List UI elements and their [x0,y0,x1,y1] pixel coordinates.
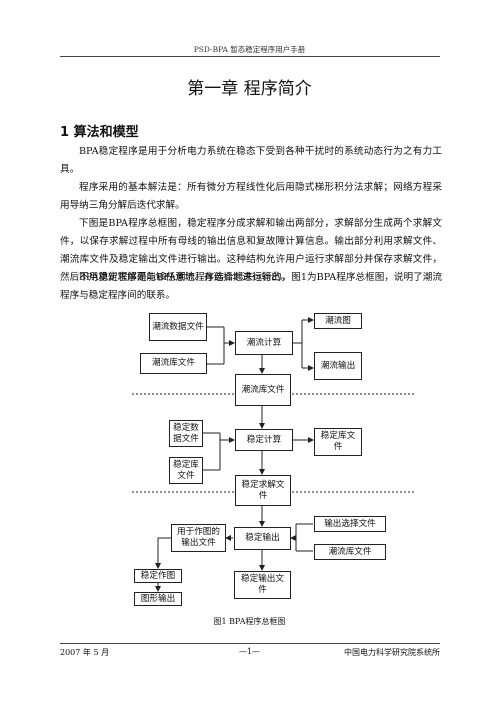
chapter-title: 第一章 程序简介 [187,79,312,99]
flow-chart-output-box: 潮流图 [314,313,362,329]
header-rule [60,56,440,57]
stab-plot-box: 稳定作图 [134,569,182,583]
flow-lib-file-2-box: 潮流库文件 [314,544,386,560]
paragraph-3: 下图是BPA程序总框图，稳定程序分成求解和输出两部分，求解部分生成两个求解文件，… [60,218,442,283]
footer-page-number: —1— [238,647,261,656]
paragraph-4: BPA稳定程序是与BPA潮流程序结合起来运行的，图1为BPA程序总框图，说明了潮… [60,272,442,301]
graph-output-box: 图形输出 [134,592,182,606]
flow-lib-file-input-box: 潮流库文件 [140,353,207,374]
stab-lib-file-output-box: 稳定库文件 [314,428,362,456]
output-select-file-box: 输出选择文件 [314,516,386,532]
paragraph-1: BPA稳定程序是用于分析电力系统在稳态下受到各种干扰时的系统动态行为之有力工具。 [60,146,442,175]
flow-lib-file-box: 潮流库文件 [235,374,291,406]
plot-output-file-box: 用于作图的输出文件 [171,524,226,552]
stab-calc-box: 稳定计算 [235,429,293,451]
footer-rule [60,643,440,644]
section-title: 1 算法和模型 [60,125,139,140]
stab-output-file-box: 稳定输出文件 [234,571,291,599]
stab-data-file-box: 稳定数据文件 [169,420,203,447]
stab-lib-file-input-box: 稳定库文件 [169,457,203,484]
flow-output-box: 潮流输出 [314,352,362,380]
page-header: PSD-BPA 暂态稳定程序用户手册 [193,45,306,54]
footer-organization: 中国电力科学研究院系统所 [344,648,440,657]
flow-data-file-box: 潮流数据文件 [149,313,207,341]
paragraph-2: 程序采用的基本解法是：所有微分方程线性化后用隐式梯形积分法求解；网络方程采用导纳… [60,182,442,211]
stab-solve-file-box: 稳定求解文件 [235,475,291,506]
footer-date: 2007 年 5 月 [60,648,110,657]
stab-output-box: 稳定输出 [234,527,291,550]
flow-calc-box: 潮流计算 [235,331,293,355]
figure-caption: 图1 BPA程序总框图 [213,617,286,626]
